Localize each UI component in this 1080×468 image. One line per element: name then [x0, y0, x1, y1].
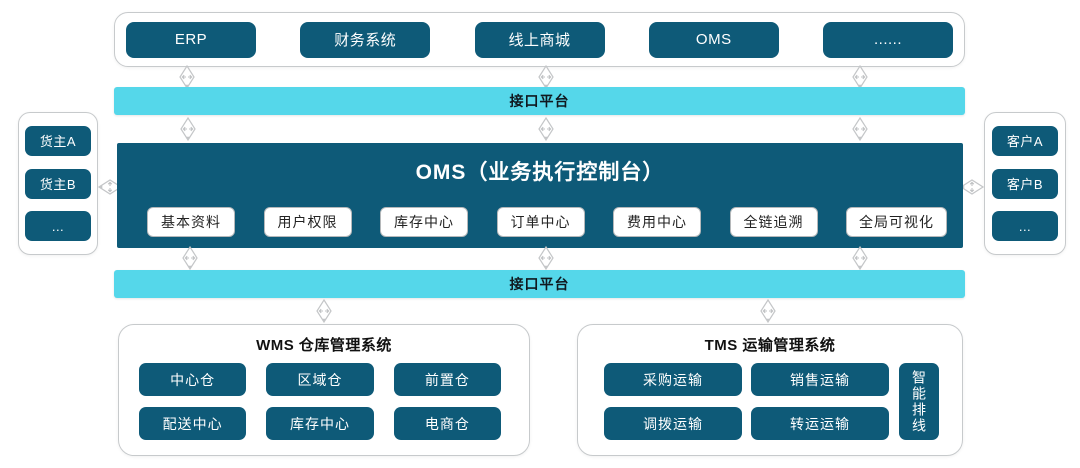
wms-panel: WMS 仓库管理系统 中心仓 区域仓 前置仓 配送中心 库存中心 电商仓 [118, 324, 530, 456]
sync-connector-icon [538, 65, 554, 89]
shipper-a-node: 货主A [25, 125, 91, 156]
sync-connector-icon [538, 117, 554, 141]
external-systems-panel: ERP 财务系统 线上商城 OMS ...... [114, 12, 965, 67]
sync-connector-icon [852, 65, 868, 89]
oms-modules-row: 基本资料 用户权限 库存中心 订单中心 费用中心 全链追溯 全局可视化 [147, 207, 947, 237]
tms-title: TMS 运输管理系统 [704, 337, 836, 354]
sync-connector-icon [852, 117, 868, 141]
oms-module-expense-center: 费用中心 [613, 207, 701, 237]
sync-connector-icon [760, 299, 776, 323]
interface-platform-bar-bottom: 接口平台 [114, 270, 965, 298]
interface-platform-bar-top: 接口平台 [114, 87, 965, 115]
customers-panel: 客户A 客户B ... [984, 112, 1066, 255]
customer-more-node: ... [992, 211, 1058, 242]
oms-module-full-chain-trace: 全链追溯 [729, 207, 818, 237]
oms-module-inventory-center: 库存中心 [380, 207, 468, 237]
oms-module-user-permissions: 用户权限 [263, 207, 352, 237]
tms-node-allocation-transport: 调拨运输 [604, 407, 742, 440]
system-node-erp: ERP [126, 21, 256, 58]
sync-connector-icon [852, 246, 868, 270]
oms-module-basic-data: 基本资料 [147, 207, 235, 237]
oms-control-box: OMS（业务执行控制台） 基本资料 用户权限 库存中心 订单中心 费用中心 全链… [117, 143, 963, 248]
wms-node-regional-warehouse: 区域仓 [266, 363, 374, 396]
wms-node-inventory-center: 库存中心 [266, 407, 374, 440]
sync-connector-icon [182, 246, 198, 270]
sync-connector-icon [179, 65, 195, 89]
shipper-more-node: ... [25, 211, 91, 242]
wms-grid: 中心仓 区域仓 前置仓 配送中心 库存中心 电商仓 [139, 363, 501, 440]
oms-module-order-center: 订单中心 [496, 207, 585, 237]
wms-title: WMS 仓库管理系统 [256, 337, 392, 354]
shippers-panel: 货主A 货主B ... [18, 112, 98, 255]
sync-connector-icon [960, 179, 984, 195]
system-node-finance: 财务系统 [300, 21, 431, 58]
sync-connector-icon [180, 117, 196, 141]
tms-panel: TMS 运输管理系统 采购运输 销售运输 调拨运输 转运运输 智能排线 [577, 324, 963, 456]
wms-node-ecommerce-warehouse: 电商仓 [393, 407, 501, 440]
wms-node-central-warehouse: 中心仓 [139, 363, 247, 396]
tms-node-transfer-transport: 转运运输 [751, 407, 889, 440]
sync-connector-icon [316, 299, 332, 323]
oms-title: OMS（业务执行控制台） [415, 161, 665, 184]
customer-a-node: 客户A [992, 125, 1058, 156]
tms-grid: 采购运输 销售运输 调拨运输 转运运输 智能排线 [604, 363, 939, 440]
wms-node-forward-warehouse: 前置仓 [393, 363, 501, 396]
sync-connector-icon [538, 246, 554, 270]
wms-node-distribution-center: 配送中心 [139, 407, 247, 440]
customer-b-node: 客户B [992, 168, 1058, 199]
system-node-oms: OMS [648, 21, 779, 58]
shipper-b-node: 货主B [25, 168, 91, 199]
oms-module-global-visibility: 全局可视化 [846, 207, 947, 237]
tms-node-smart-routing: 智能排线 [899, 363, 939, 440]
tms-node-sales-transport: 销售运输 [751, 363, 889, 396]
system-node-online-mall: 线上商城 [474, 21, 605, 58]
tms-node-purchase-transport: 采购运输 [604, 363, 742, 396]
system-node-more: ...... [823, 21, 953, 58]
